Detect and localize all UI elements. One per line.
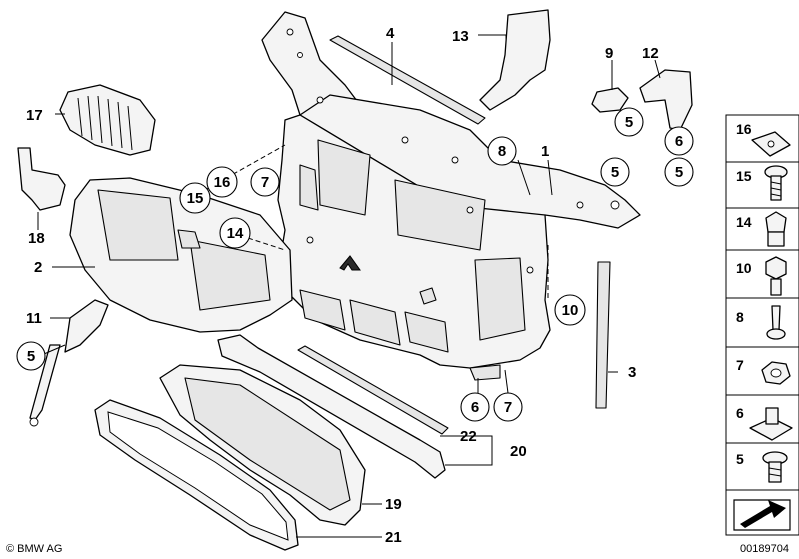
callout-8: 8 bbox=[498, 143, 506, 160]
callout-11: 11 bbox=[26, 310, 42, 327]
callout-2: 2 bbox=[34, 259, 42, 276]
leader-lines bbox=[37, 34, 661, 538]
bracket-part-18 bbox=[17, 147, 66, 211]
callout-6-b: 6 bbox=[471, 399, 479, 416]
callout-4: 4 bbox=[386, 25, 395, 42]
callout-5-d: 5 bbox=[27, 348, 35, 365]
fastener-legend: 16 15 14 10 8 7 6 5 bbox=[725, 114, 799, 536]
air-duct bbox=[69, 177, 293, 333]
hex-bolt-icon bbox=[765, 256, 787, 296]
legend-label-7: 7 bbox=[736, 357, 744, 373]
legend-label-16: 16 bbox=[736, 121, 752, 137]
grille-part-17 bbox=[59, 84, 156, 156]
callout-17: 17 bbox=[26, 107, 43, 124]
callout-15: 15 bbox=[187, 190, 204, 207]
spring-nut-icon bbox=[749, 407, 793, 441]
legend-label-8: 8 bbox=[736, 309, 744, 325]
callout-22: 22 bbox=[460, 428, 477, 445]
callout-13: 13 bbox=[452, 28, 469, 45]
flange-screw-icon bbox=[762, 451, 788, 483]
callout-18: 18 bbox=[28, 230, 45, 247]
callout-12: 12 bbox=[642, 45, 659, 62]
bracket-part-11 bbox=[29, 299, 109, 427]
callout-1: 1 bbox=[541, 143, 549, 160]
direction-arrow-icon bbox=[733, 499, 791, 531]
copyright-text: © BMW AG bbox=[6, 543, 62, 555]
footer: © BMW AG 00189704 bbox=[6, 543, 789, 555]
hex-nut-icon bbox=[761, 361, 791, 385]
callout-5-c: 5 bbox=[611, 164, 619, 181]
callout-20: 20 bbox=[510, 443, 527, 460]
callout-9: 9 bbox=[605, 45, 613, 62]
callout-14: 14 bbox=[227, 225, 244, 242]
bracket-part-13 bbox=[479, 9, 551, 111]
diagram-code: 00189704 bbox=[740, 543, 789, 555]
front-carrier bbox=[261, 11, 641, 381]
callout-5-b: 5 bbox=[675, 164, 683, 181]
callout-16: 16 bbox=[214, 174, 231, 191]
legend-label-6: 6 bbox=[736, 405, 744, 421]
screw-icon bbox=[764, 165, 788, 201]
expanding-rivet-icon bbox=[765, 211, 787, 247]
callout-10: 10 bbox=[562, 302, 579, 319]
callout-19: 19 bbox=[385, 496, 402, 513]
clip-part-9 bbox=[591, 87, 629, 113]
seal-strip-part-4 bbox=[329, 35, 486, 125]
strip-part-22 bbox=[297, 345, 449, 435]
callout-7-b: 7 bbox=[504, 399, 512, 416]
callout-6-a: 6 bbox=[675, 133, 683, 150]
callout-5-a: 5 bbox=[625, 114, 633, 131]
callout-21: 21 bbox=[385, 529, 402, 546]
bracket-part-12 bbox=[639, 69, 693, 131]
callout-3: 3 bbox=[628, 364, 636, 381]
legend-label-10: 10 bbox=[736, 260, 752, 276]
circled-callouts: 5 6 5 8 5 16 7 15 14 10 5 6 7 bbox=[16, 107, 694, 422]
legend-label-14: 14 bbox=[736, 214, 752, 230]
lower-carrier-part-20 bbox=[217, 334, 446, 479]
seal-part-3 bbox=[595, 261, 611, 409]
callout-7-a: 7 bbox=[261, 174, 269, 191]
legend-label-15: 15 bbox=[736, 168, 752, 184]
rivet-icon bbox=[766, 305, 786, 340]
legend-label-5: 5 bbox=[736, 451, 744, 467]
